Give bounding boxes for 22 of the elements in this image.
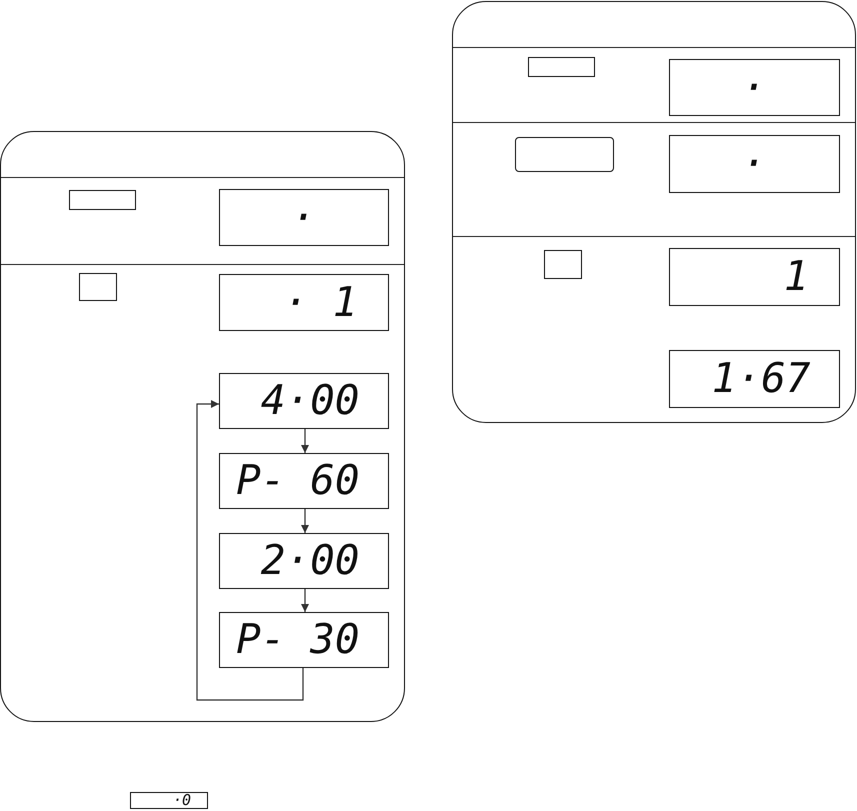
step-panel <box>0 131 405 722</box>
arrow <box>196 400 304 701</box>
arrow <box>301 589 309 612</box>
lcd-display: ·0 <box>130 792 208 809</box>
lcd-display: · <box>218 188 388 246</box>
lcd-display: · <box>668 58 840 116</box>
lcd-display: · 1 <box>218 274 388 330</box>
blank-key <box>68 190 136 210</box>
blank-key <box>528 56 594 76</box>
arrow <box>301 429 309 453</box>
step-panel <box>452 1 856 423</box>
lcd-display: 1·67 <box>668 350 840 408</box>
blank-key <box>78 272 116 300</box>
arrow <box>301 509 309 533</box>
lcd-display: · <box>668 134 840 192</box>
lcd-display: 2·00 <box>218 532 388 588</box>
lcd-display: P- 60 <box>218 452 388 508</box>
blank-key <box>514 136 614 172</box>
lcd-display: 4·00 <box>218 372 388 428</box>
blank-key <box>544 250 582 278</box>
lcd-display: P- 30 <box>218 612 388 668</box>
lcd-display: 1 <box>668 248 840 306</box>
